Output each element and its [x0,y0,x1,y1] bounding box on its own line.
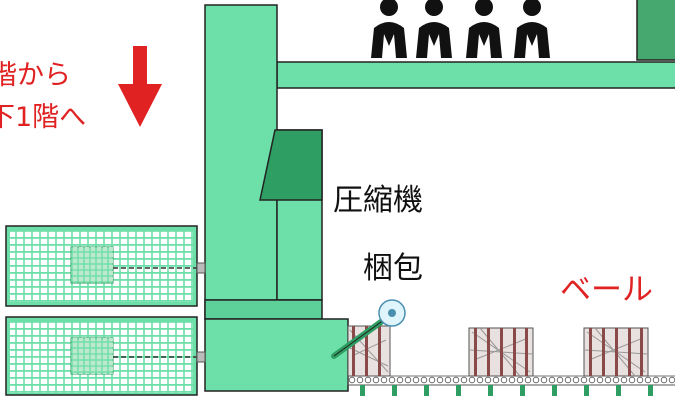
chute [204,4,323,320]
packing-label: 梱包 [363,251,423,286]
upper-floor [276,0,675,89]
bale-label: ベール [560,272,653,308]
press-label: 圧縮機 [333,183,423,218]
press-base [204,318,349,392]
upper-floor-slab [276,61,675,89]
person-icon [514,0,550,58]
person-icon [416,0,452,58]
conveyor [347,375,675,396]
bale-3 [583,327,649,377]
person-icon [466,0,502,58]
floor-label-line2: 下1階へ [0,102,87,133]
person-icon [371,0,407,58]
press-ram [259,129,323,201]
down-arrow-icon [118,46,162,127]
bale-2 [468,327,534,377]
storage-unit-lower [5,316,206,396]
binding-arm [331,299,406,359]
floor-label-line1: 階から [0,60,71,91]
storage-unit-upper [5,225,206,307]
upper-hopper-edge [636,0,675,61]
workers-group [371,0,550,58]
